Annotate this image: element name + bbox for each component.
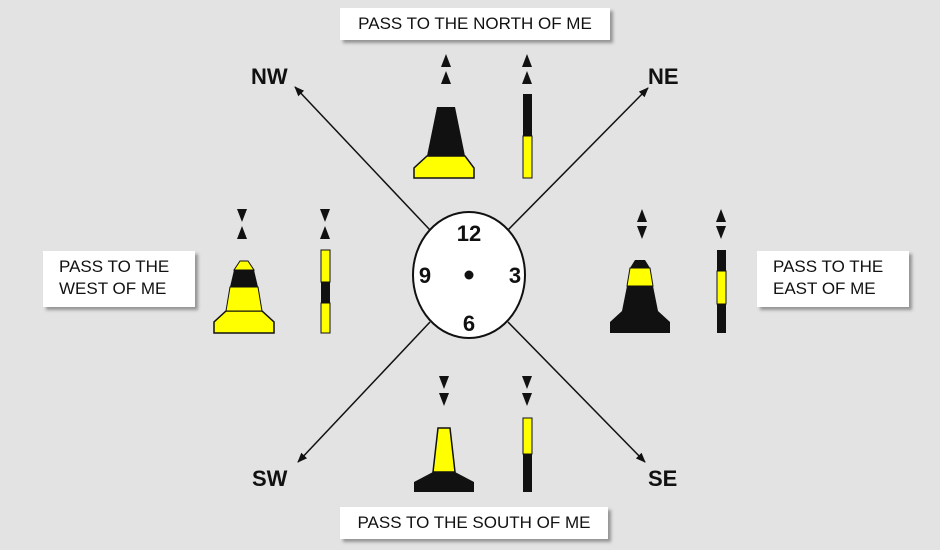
nw-label: NW (251, 64, 288, 89)
north-topmark-large (441, 54, 451, 84)
west-topmark-small (320, 209, 330, 239)
south-topmark-large (439, 376, 449, 406)
clock-number-9: 9 (419, 263, 431, 288)
south-topmark-small (522, 376, 532, 406)
south-label-text: PASS TO THE SOUTH OF ME (340, 512, 608, 534)
north-pillar (523, 94, 532, 178)
sw-label: SW (252, 466, 288, 491)
west-label-line2: WEST OF ME (59, 278, 195, 300)
south-label-box: PASS TO THE SOUTH OF ME (340, 507, 608, 539)
nw-arrow (295, 87, 430, 230)
ne-label: NE (648, 64, 679, 89)
west-buoy (214, 261, 274, 333)
clock-number-6: 6 (463, 311, 475, 336)
clock-number-3: 3 (509, 263, 521, 288)
west-topmark-large (237, 209, 247, 239)
south-buoy (414, 428, 474, 492)
clock-center-dot (465, 271, 474, 280)
se-label: SE (648, 466, 677, 491)
east-label-line1: PASS TO THE (773, 256, 909, 278)
east-buoy (610, 260, 670, 333)
north-label-box: PASS TO THE NORTH OF ME (340, 8, 610, 40)
clock-face: 12 3 6 9 (413, 212, 525, 338)
east-pillar (717, 250, 726, 333)
west-label-line1: PASS TO THE (59, 256, 195, 278)
north-buoy (414, 107, 474, 178)
north-label-text: PASS TO THE NORTH OF ME (340, 13, 610, 35)
west-label-box: PASS TO THE WEST OF ME (43, 251, 195, 307)
east-label-box: PASS TO THE EAST OF ME (757, 251, 909, 307)
east-topmark-large (637, 209, 647, 239)
sw-arrow (298, 322, 430, 462)
south-pillar (523, 418, 532, 492)
clock-number-12: 12 (457, 221, 481, 246)
north-topmark-small (522, 54, 532, 84)
east-label-line2: EAST OF ME (773, 278, 909, 300)
west-pillar (321, 250, 330, 333)
east-topmark-small (716, 209, 726, 239)
